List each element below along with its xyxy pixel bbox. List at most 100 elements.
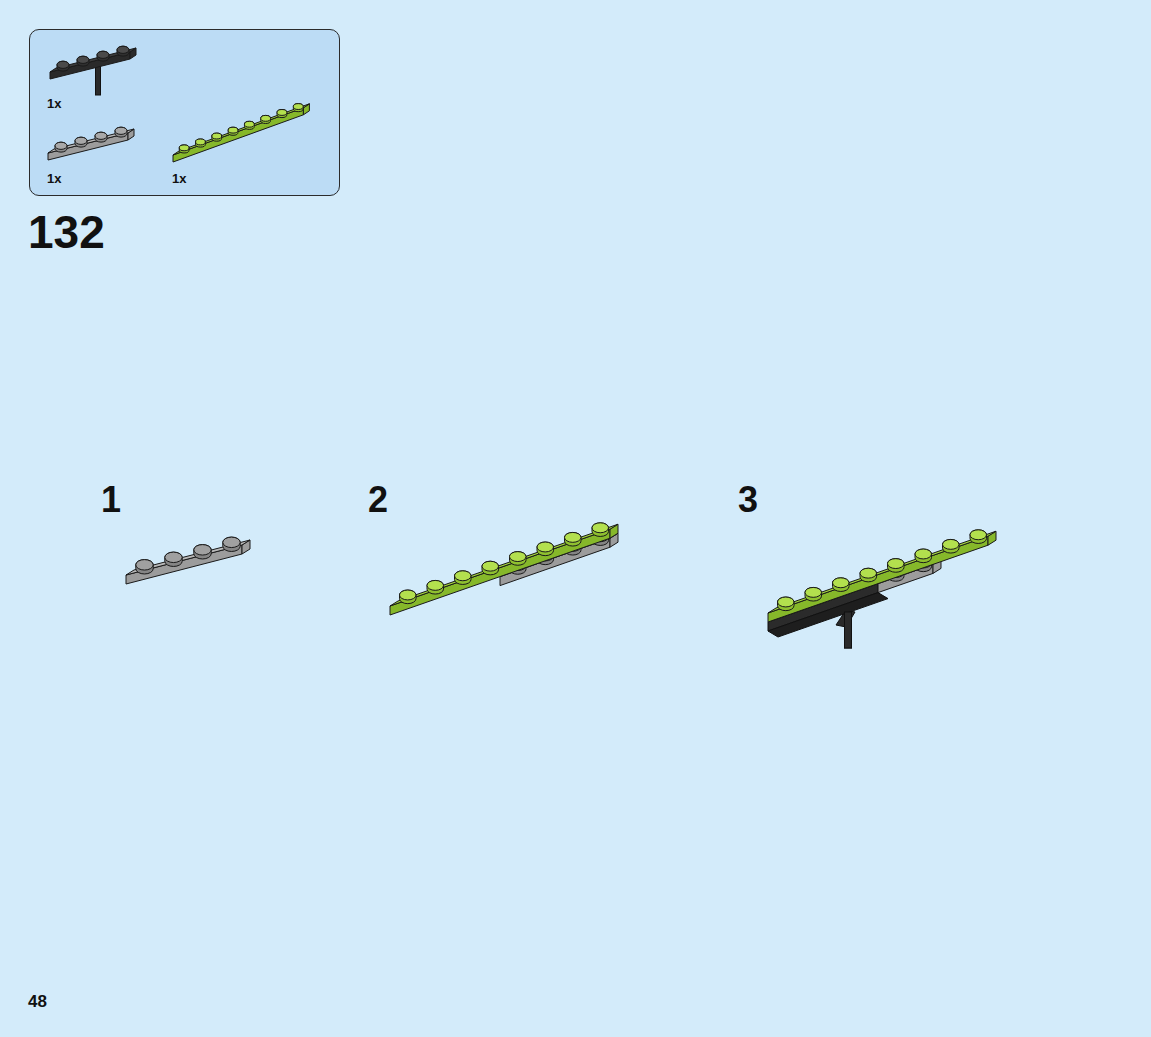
part-quantity: 1x: [47, 97, 61, 110]
stud-top: [194, 545, 211, 555]
stud: [75, 137, 87, 147]
stud: [970, 530, 987, 544]
stud: [888, 559, 905, 573]
stud: [115, 127, 127, 137]
substep-number: 1: [101, 482, 121, 518]
stud: [805, 587, 822, 601]
stud: [261, 115, 271, 123]
stud-top: [888, 559, 905, 569]
stud-top: [223, 537, 240, 547]
stud-top: [95, 132, 107, 139]
stud-top: [179, 145, 189, 151]
stud: [427, 580, 444, 594]
stud: [833, 578, 850, 592]
stud: [277, 110, 287, 118]
stud-top: [165, 552, 182, 562]
bar-handle: [845, 612, 852, 648]
stud: [482, 561, 499, 575]
stud-top: [427, 580, 444, 590]
stud: [95, 132, 107, 142]
stud: [293, 104, 303, 112]
plate-side: [173, 108, 303, 162]
stud-top: [400, 590, 417, 600]
stud-top: [565, 532, 582, 542]
stud-top: [455, 571, 472, 581]
plate-side: [390, 529, 610, 615]
stud-top: [212, 133, 222, 139]
green-plate-1x8: [390, 523, 618, 615]
stud: [165, 552, 182, 566]
stud: [510, 552, 527, 566]
stud: [196, 139, 206, 147]
grey-plate-1x4: [48, 127, 134, 160]
stud: [212, 133, 222, 141]
stud-top: [805, 587, 822, 597]
stud: [860, 568, 877, 582]
black-plate-with-bar: [50, 46, 136, 79]
stud: [943, 539, 960, 553]
stud: [97, 51, 109, 61]
stud-top: [970, 530, 987, 540]
stud-top: [77, 56, 89, 63]
stud: [455, 571, 472, 585]
green-plate-1x8: [768, 530, 996, 622]
stud: [117, 46, 129, 56]
part-quantity: 1x: [172, 172, 186, 185]
parts-list-box: 1x 1x 1x: [29, 29, 340, 196]
plate-side: [50, 52, 130, 79]
stud: [136, 560, 153, 574]
substep-number: 2: [368, 482, 388, 518]
stud-top: [510, 552, 527, 562]
stud-top: [860, 568, 877, 578]
stud-top: [97, 51, 109, 58]
stud: [228, 127, 238, 135]
stud: [77, 56, 89, 66]
stud: [194, 545, 211, 559]
stud-top: [57, 61, 69, 68]
stud: [179, 145, 189, 153]
plate-side: [48, 133, 128, 160]
stud-top: [537, 542, 554, 552]
stud-top: [196, 139, 206, 145]
stud-top: [833, 578, 850, 588]
part-quantity: 1x: [47, 172, 61, 185]
plate-top: [173, 104, 309, 155]
grey-plate-1x4: [126, 537, 250, 584]
plate-side: [126, 545, 242, 584]
stud: [400, 590, 417, 604]
stud: [223, 537, 240, 551]
stud-top: [228, 127, 238, 133]
plate-side: [500, 538, 610, 585]
step-number: 132: [28, 209, 105, 255]
stud: [537, 542, 554, 556]
plate-side: [768, 536, 988, 622]
stud-top: [277, 110, 287, 116]
stud-top: [75, 137, 87, 144]
substep-number: 3: [738, 482, 758, 518]
stud: [244, 121, 254, 129]
bar-handle: [845, 612, 852, 648]
stud-top: [915, 549, 932, 559]
stud: [592, 523, 609, 537]
stud-top: [115, 127, 127, 134]
parts-panel-fill: [29, 29, 340, 196]
stud-top: [482, 561, 499, 571]
stud: [57, 61, 69, 71]
stud: [915, 549, 932, 563]
stud-top: [778, 597, 795, 607]
stud-top: [293, 104, 303, 110]
stud: [565, 532, 582, 546]
stud-top: [943, 539, 960, 549]
plate-top: [768, 531, 996, 613]
stud-top: [117, 46, 129, 53]
stud-top: [55, 142, 67, 149]
page-number: 48: [28, 993, 47, 1010]
stud-top: [136, 560, 153, 570]
stud-top: [261, 115, 271, 121]
stud-top: [592, 523, 609, 533]
green-plate-1x8: [173, 104, 309, 162]
plate-top: [390, 524, 618, 606]
stud-top: [244, 121, 254, 127]
stud: [778, 597, 795, 611]
